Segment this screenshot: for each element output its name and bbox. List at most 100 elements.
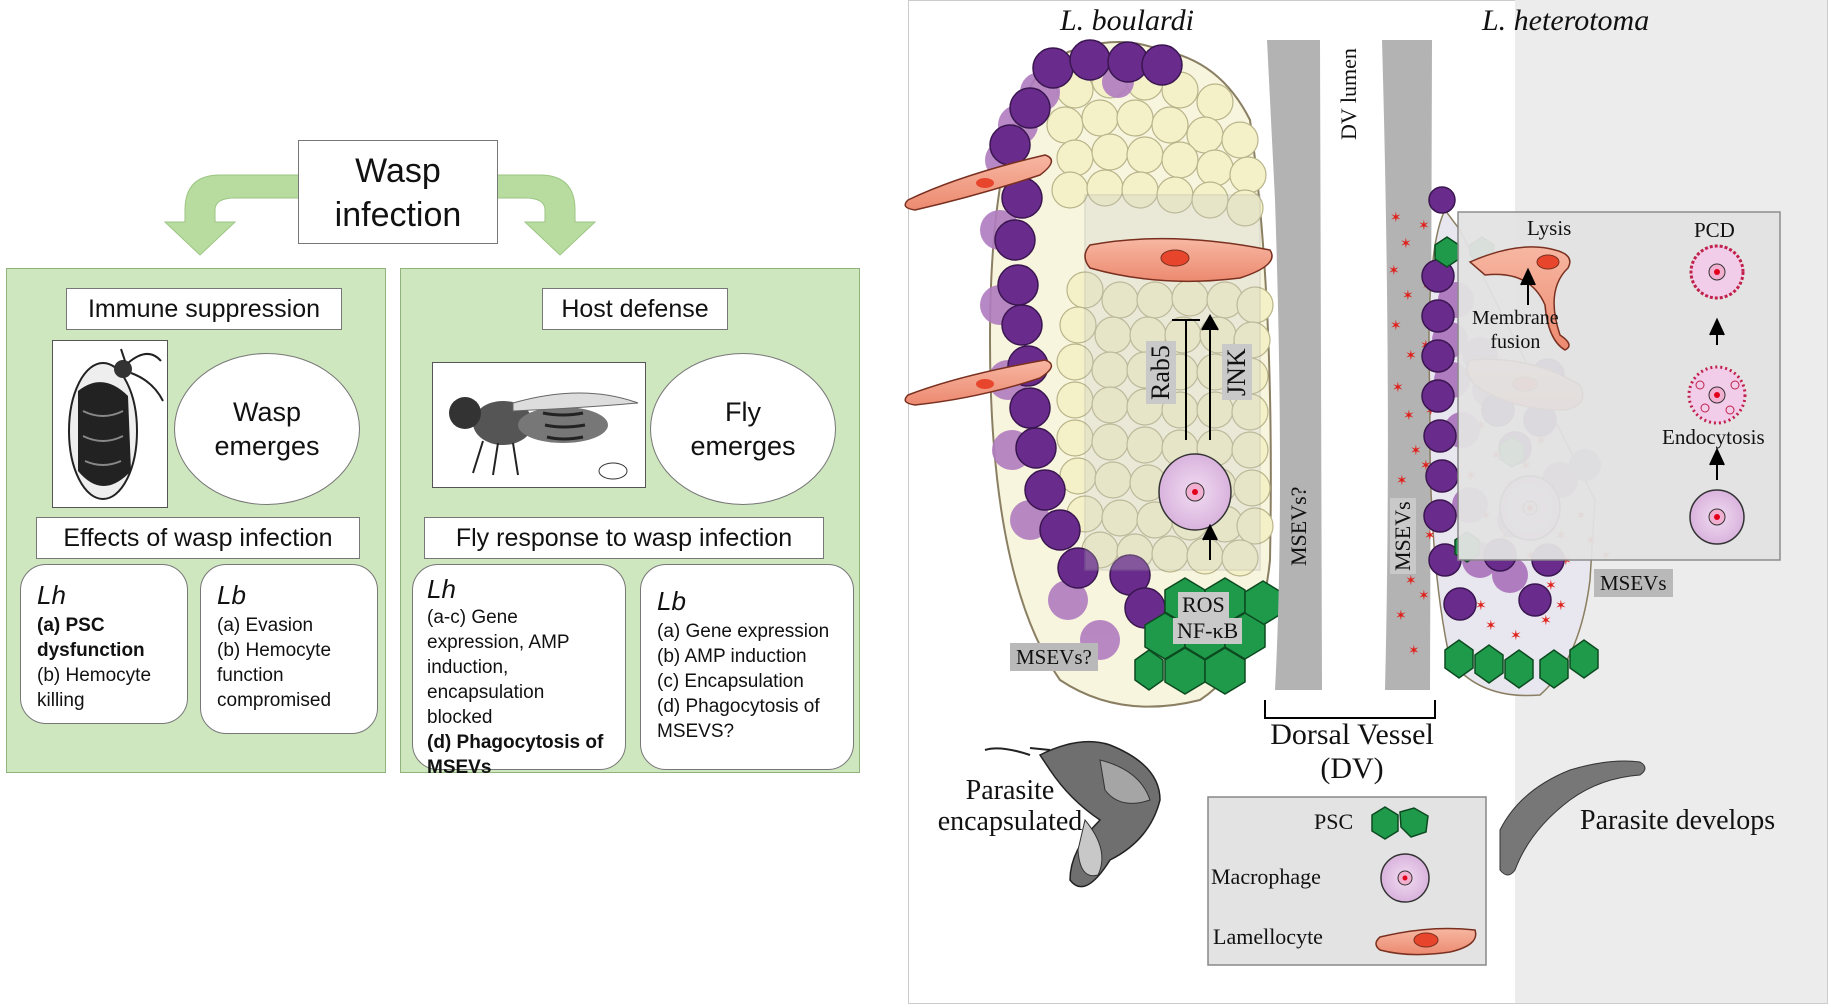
svg-text:✶: ✶ — [1424, 528, 1436, 544]
response-lb-item-b: (b) AMP induction — [657, 646, 807, 667]
effects-header: Effects of wasp infection — [36, 517, 360, 559]
signaling-arrows — [1172, 313, 1219, 560]
parasite-develops-label: Parasite develops — [1580, 805, 1776, 836]
effects-lh-card: Lh (a) PSC dysfunction (b) Hemocyte kill… — [20, 564, 188, 724]
ros-label: ROS — [1178, 592, 1229, 618]
title-line2: infection — [334, 196, 462, 234]
svg-text:✶: ✶ — [1418, 588, 1430, 604]
svg-text:✶: ✶ — [1475, 598, 1487, 614]
jnk-label: JNK — [1222, 344, 1252, 400]
svg-text:✶: ✶ — [1545, 578, 1557, 594]
nfkb-label: NF-κB — [1173, 618, 1243, 644]
svg-text:✶: ✶ — [1540, 613, 1552, 629]
response-lb-item-d: (d) Phagocytosis of MSEVS? — [657, 696, 820, 742]
left-lamellocytes — [904, 154, 1273, 406]
svg-text:✶: ✶ — [1388, 263, 1400, 279]
svg-text:✶: ✶ — [1402, 288, 1414, 304]
lysed-lamellocyte — [1468, 246, 1571, 351]
membrane-line1: Membrane — [1472, 307, 1559, 329]
effects-lh-heading: Lh — [37, 580, 66, 610]
lysis-label: Lysis — [1527, 216, 1572, 240]
response-lb-card: Lb (a) Gene expression (b) AMP induction… — [640, 564, 854, 770]
legend-psc-label: PSC — [1314, 809, 1354, 834]
wasp-emerges-line2: emerges — [214, 431, 320, 461]
encapsulated-parasite-image — [984, 740, 1161, 888]
svg-text:✶: ✶ — [1390, 210, 1402, 226]
response-lb-item-a: (a) Gene expression — [657, 621, 830, 642]
wasp-infection-title: Wasp infection — [298, 140, 498, 244]
svg-text:✶: ✶ — [1405, 573, 1417, 589]
svg-text:✶: ✶ — [1396, 473, 1408, 489]
wasp-emerging-pupa-image — [52, 340, 168, 508]
svg-text:✶: ✶ — [1555, 598, 1567, 614]
membrane-line2: fusion — [1490, 331, 1541, 353]
wasp-emerges-oval: Wasp emerges — [174, 353, 360, 505]
legend-lamellocyte-label: Lamellocyte — [1213, 924, 1323, 949]
pcd-label: PCD — [1694, 218, 1735, 242]
legend-macrophage-icon — [1380, 853, 1430, 903]
response-lh-card: Lh (a-c) Gene expression, AMP induction,… — [412, 564, 626, 778]
response-lb-heading: Lb — [657, 586, 686, 616]
host-defense-header: Host defense — [542, 288, 728, 330]
response-lb-item-c: (c) Encapsulation — [657, 671, 804, 692]
parasite-enc-line2: encapsulated — [937, 806, 1083, 837]
fly-emerges-line1: Fly — [725, 397, 761, 427]
effects-lb-item-b: (b) Hemocyte function compromised — [217, 640, 332, 711]
svg-text:✶: ✶ — [1405, 348, 1417, 364]
right-figure-frame — [908, 0, 1828, 1004]
dorsal-vessel — [1264, 40, 1436, 719]
left-macrophage — [1158, 453, 1232, 531]
rab5-label: Rab5 — [1146, 341, 1176, 404]
healthy-macrophage-cell — [1689, 489, 1745, 545]
msevs-right-label: MSEVs — [1594, 569, 1673, 597]
dv-line1: Dorsal Vessel — [1270, 718, 1434, 751]
species-heterotoma: L. heterotoma — [1482, 4, 1650, 37]
response-lh-item-ac: (a-c) Gene expression, AMP induction, en… — [427, 607, 570, 728]
legend-psc-icon — [1371, 806, 1429, 840]
endocytosis-cell — [1687, 365, 1747, 425]
pcd-cell — [1689, 244, 1745, 300]
legend-lamellocyte-icon — [1375, 927, 1477, 956]
membrane-fusion-label: Membrane fusion — [1472, 306, 1559, 354]
effects-lh-item-b: (b) Hemocyte killing — [37, 665, 152, 711]
svg-text:✶: ✶ — [1392, 380, 1404, 396]
svg-text:✶: ✶ — [1400, 236, 1412, 252]
effects-lb-item-a: (a) Evasion — [217, 615, 314, 636]
svg-text:✶: ✶ — [1510, 628, 1522, 644]
svg-text:✶: ✶ — [1560, 553, 1572, 569]
title-line1: Wasp — [355, 152, 441, 190]
svg-text:✶: ✶ — [1418, 218, 1430, 234]
response-lh-heading: Lh — [427, 574, 456, 604]
endocytosis-label: Endocytosis — [1662, 425, 1765, 449]
effects-lh-item-a: (a) PSC dysfunction — [37, 615, 145, 661]
immune-suppression-header: Immune suppression — [66, 288, 342, 330]
svg-text:✶: ✶ — [1403, 408, 1415, 424]
svg-text:✶: ✶ — [1410, 443, 1422, 459]
fly-emerges-oval: Fly emerges — [650, 353, 836, 505]
parasite-enc-line1: Parasite — [965, 775, 1055, 806]
wasp-emerges-line1: Wasp — [232, 397, 301, 427]
svg-text:✶: ✶ — [1420, 458, 1432, 474]
dorsal-vessel-label: Dorsal Vessel (DV) — [1252, 718, 1452, 786]
msevs-vertical-label: MSEVs — [1390, 498, 1416, 574]
fly-image — [432, 362, 646, 488]
parasite-encapsulated-label: Parasite encapsulated — [920, 775, 1100, 837]
developing-parasite-image — [1499, 760, 1646, 876]
svg-text:✶: ✶ — [1395, 608, 1407, 624]
response-lh-item-d: (d) Phagocytosis of MSEVs — [427, 732, 604, 778]
effects-lb-card: Lb (a) Evasion (b) Hemocyte function com… — [200, 564, 378, 734]
dv-lumen-label: DV lumen — [1336, 48, 1361, 140]
arrow-left-icon — [163, 174, 301, 256]
inset-arrows — [1520, 267, 1725, 480]
msevs-q-left-label: MSEVs? — [1010, 643, 1098, 671]
effects-lb-heading: Lb — [217, 580, 246, 610]
msevs-q-center-label: MSEVs? — [1286, 486, 1311, 566]
fly-emerges-line2: emerges — [690, 431, 796, 461]
svg-text:✶: ✶ — [1390, 318, 1402, 334]
dv-line2: (DV) — [1320, 752, 1384, 785]
species-boulardi: L. boulardi — [1060, 4, 1194, 37]
legend-macrophage-label: Macrophage — [1211, 864, 1321, 889]
dark-purple-cells — [989, 39, 1183, 629]
svg-text:✶: ✶ — [1485, 618, 1497, 634]
